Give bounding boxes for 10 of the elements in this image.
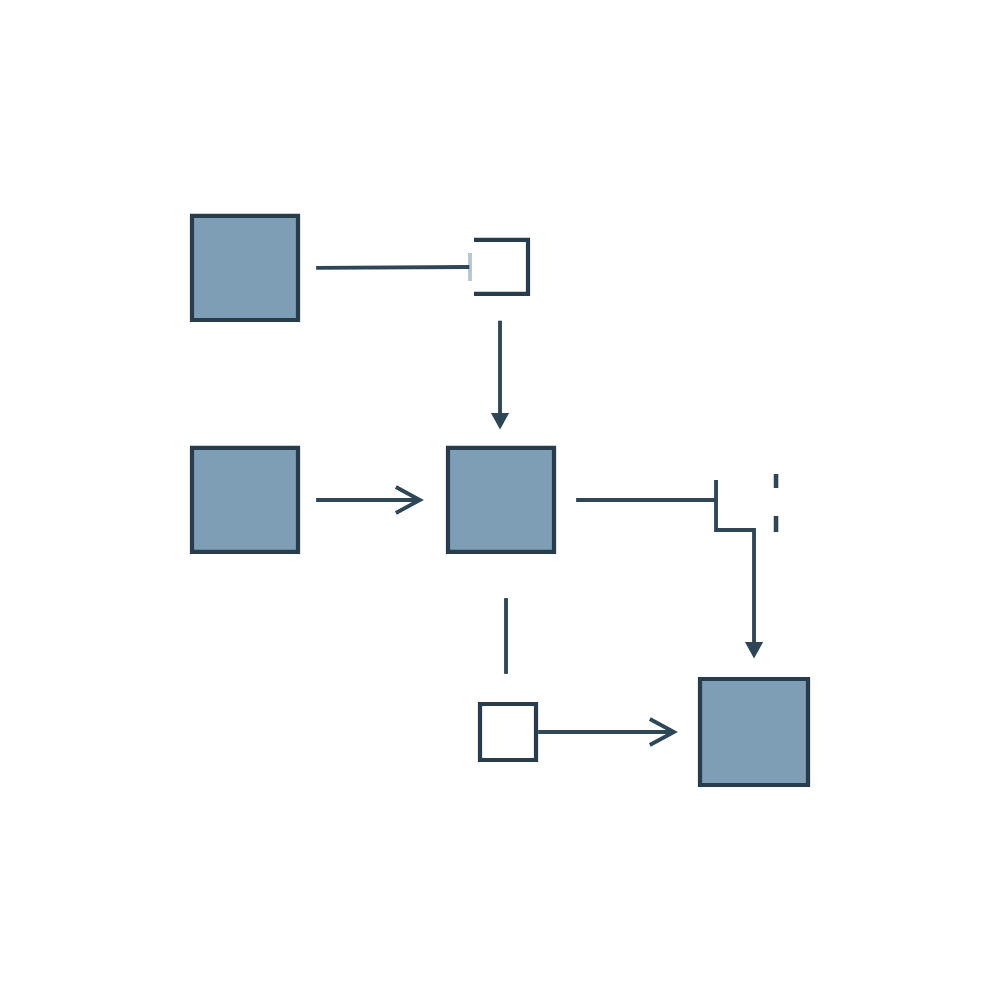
square xyxy=(445,445,557,555)
open-square xyxy=(468,237,531,297)
square xyxy=(189,213,301,323)
connector-line xyxy=(504,598,508,674)
arrow xyxy=(316,485,424,515)
square xyxy=(189,445,301,555)
arrow xyxy=(538,717,678,747)
connector-line xyxy=(316,265,470,270)
square xyxy=(697,676,811,788)
small-square xyxy=(477,701,539,763)
